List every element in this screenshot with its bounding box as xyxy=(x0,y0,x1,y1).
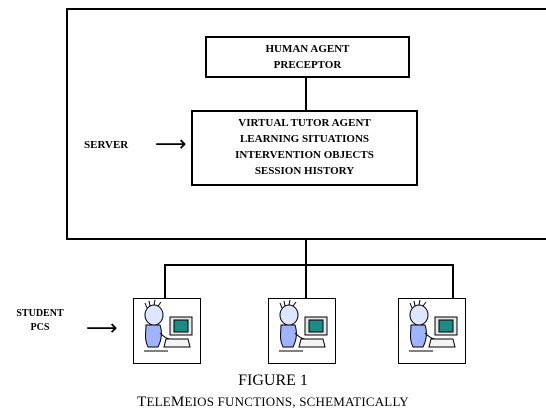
figure-title-cap2: M xyxy=(170,394,185,410)
human-agent-line2: PRECEPTOR xyxy=(273,59,342,71)
server-network-link xyxy=(305,240,307,266)
server-arrow-icon: ⟶ xyxy=(155,132,187,157)
server-label: SERVER xyxy=(84,139,129,151)
human-agent-box: HUMAN AGENT PRECEPTOR xyxy=(205,36,410,78)
virtual-tutor-line4: SESSION HISTORY xyxy=(254,165,355,177)
virtual-tutor-line2: LEARNING SITUATIONS xyxy=(239,133,370,145)
figure-title-rest2: EIOS FUNCTIONS, SCHEMATICALLY xyxy=(184,394,409,409)
student-label-line2: PCS xyxy=(30,322,50,333)
figure-title: TELEMEIOS FUNCTIONS, SCHEMATICALLY xyxy=(0,393,546,411)
network-bus xyxy=(164,264,454,266)
network-drop-1 xyxy=(164,264,166,300)
figure-title-rest1: ELE xyxy=(146,394,171,409)
student-at-computer-icon xyxy=(144,299,193,352)
figure-number: FIGURE 1 xyxy=(238,372,308,389)
student-at-computer-icon xyxy=(279,299,328,352)
student-at-computer-icon xyxy=(409,299,458,352)
student-pc-2 xyxy=(268,298,336,364)
network-drop-2 xyxy=(305,264,307,300)
human-agent-line1: HUMAN AGENT xyxy=(265,43,350,55)
student-pc-1 xyxy=(133,298,201,364)
connector-human-virtual xyxy=(305,78,307,110)
student-label-line1: STUDENT xyxy=(16,308,64,319)
student-arrow-icon: ⟶ xyxy=(86,316,118,341)
virtual-tutor-line1: VIRTUAL TUTOR AGENT xyxy=(238,117,371,129)
virtual-tutor-line3: INTERVENTION OBJECTS xyxy=(235,149,374,161)
virtual-tutor-box: VIRTUAL TUTOR AGENT LEARNING SITUATIONS … xyxy=(191,110,418,186)
student-pc-3 xyxy=(398,298,466,364)
network-drop-3 xyxy=(452,264,454,300)
figure-title-cap1: T xyxy=(137,394,147,410)
